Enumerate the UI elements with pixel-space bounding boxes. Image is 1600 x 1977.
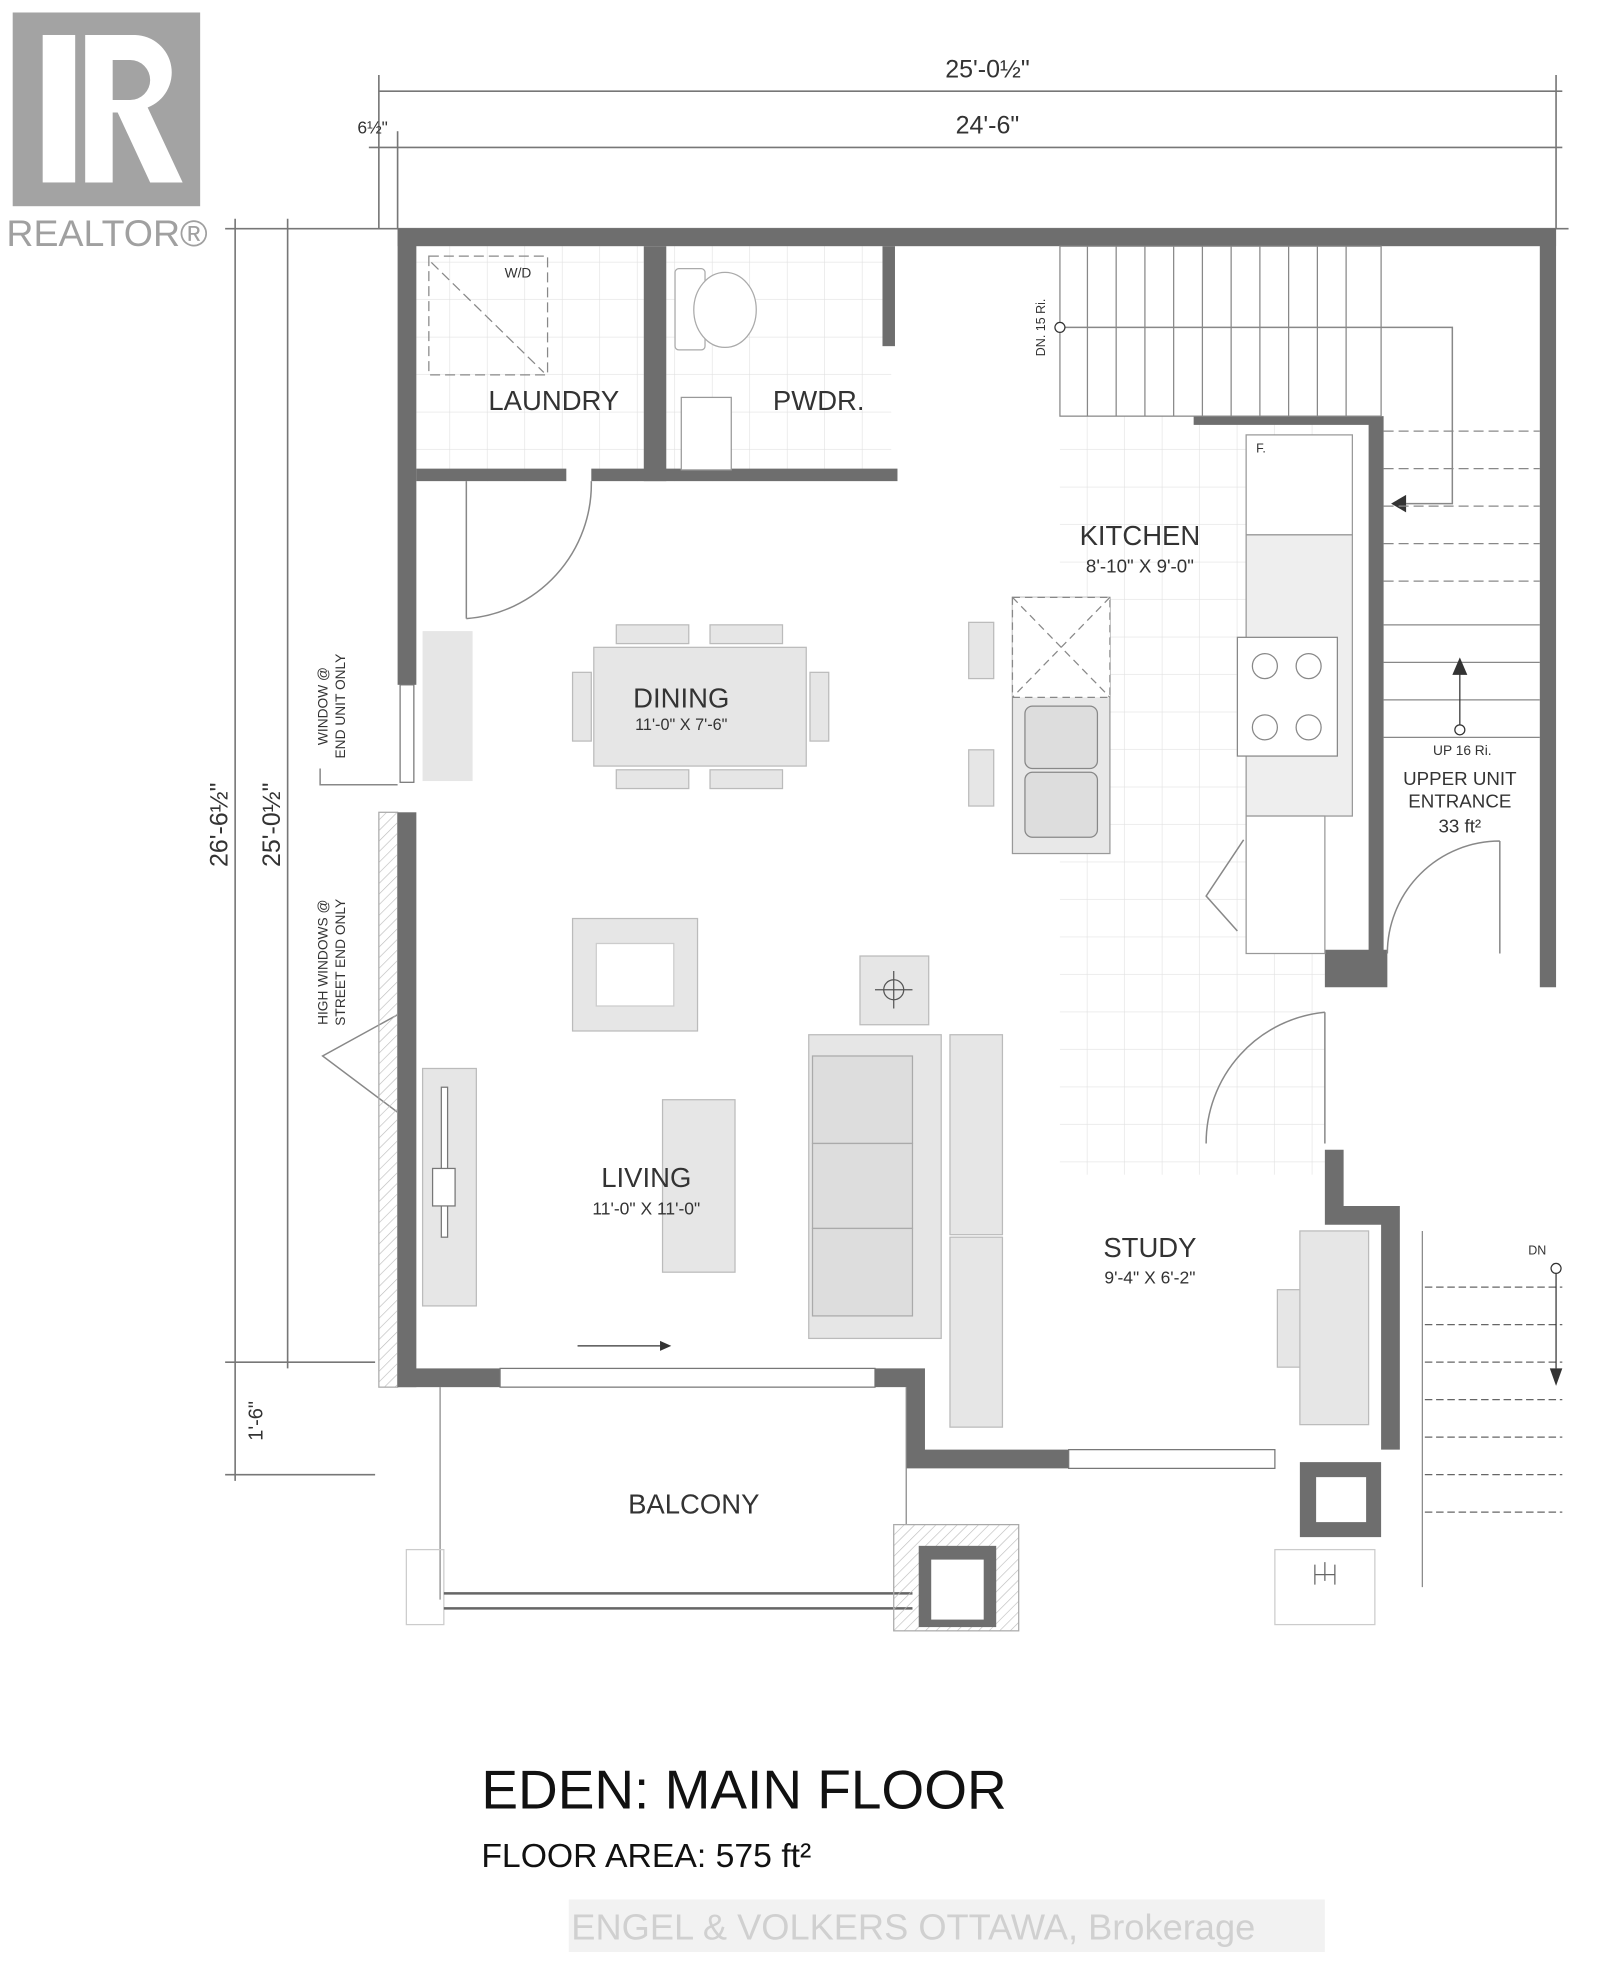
note-window-end-2: END UNIT ONLY [333,654,348,759]
room-kitchen-size: 8'-10" X 9'-0" [1086,555,1194,576]
dim-overall-width: 25'-0½" [945,55,1029,83]
note-high-windows-2: STREET END ONLY [333,899,348,1026]
realtor-logo: REALTOR® [6,12,208,254]
bench [949,1034,1004,1236]
label-washer-dryer: W/D [505,265,532,280]
label-stair-down: DN. 15 Ri. [1034,299,1048,357]
stove-icon [1236,636,1338,757]
room-upper-entrance-size: 33 ft² [1438,815,1481,836]
room-laundry: LAUNDRY [488,385,619,416]
room-upper-entrance-1: UPPER UNIT [1403,768,1517,789]
label-stair-up: UP 16 Ri. [1433,743,1492,758]
room-powder: PWDR. [773,385,865,416]
sink-icon [680,396,732,471]
brokerage-watermark: ENGEL & VOLKERS OTTAWA, Brokerage [571,1907,1255,1948]
room-study-size: 9'-4" X 6'-2" [1104,1267,1195,1287]
note-high-windows-1: HIGH WINDOWS @ [316,900,331,1025]
exterior-stairs[interactable] [1421,1230,1563,1588]
bench-2 [949,1236,1004,1428]
pantry [1245,815,1326,955]
dim-interior-width: 24'-6" [956,112,1020,140]
console-table [422,631,473,782]
room-balcony: BALCONY [628,1488,759,1519]
room-dining-size: 11'-0" X 7'-6" [635,716,728,734]
dim-offset: 6½" [357,118,388,138]
note-window-end-1: WINDOW @ [316,667,331,745]
dim-balcony-depth: 1'-6" [246,1401,268,1441]
room-dining: DINING [633,682,729,713]
coffee-table [661,1099,736,1273]
label-fridge: F. [1256,441,1266,455]
study-door[interactable] [1205,1011,1326,1144]
plan-title: EDEN: MAIN FLOOR [481,1758,1006,1820]
laundry-floor [416,246,644,482]
walls [378,228,1557,1538]
kitchen-island [968,596,1111,855]
room-living-size: 11'-0" X 11'-0" [592,1199,700,1219]
laundry-door[interactable] [465,481,593,620]
dining-table [571,624,830,790]
stairs-up[interactable] [1383,624,1540,738]
toilet-icon [674,268,757,351]
dim-overall-depth: 26'-6½" [206,783,234,867]
floor-area: FLOOR AREA: 575 ft² [481,1837,811,1875]
room-living: LIVING [601,1162,691,1193]
stairs-down[interactable] [1054,245,1540,582]
desk [1299,1230,1370,1426]
pantry-door[interactable] [1205,839,1245,932]
sliding-door-arrow-icon [577,1340,672,1351]
balcony [405,1387,1020,1632]
room-study: STUDY [1103,1232,1196,1263]
dim-interior-depth: 25'-0½" [258,783,286,867]
room-kitchen: KITCHEN [1080,520,1201,551]
realtor-wordmark: REALTOR® [6,212,208,254]
fridge [1245,434,1353,536]
sofa [808,1034,942,1340]
room-upper-entrance-2: ENTRANCE [1408,790,1511,811]
desk-chair [1276,1289,1301,1368]
label-exterior-down: DN [1528,1244,1546,1258]
upper-entrance-door[interactable] [1386,840,1501,954]
